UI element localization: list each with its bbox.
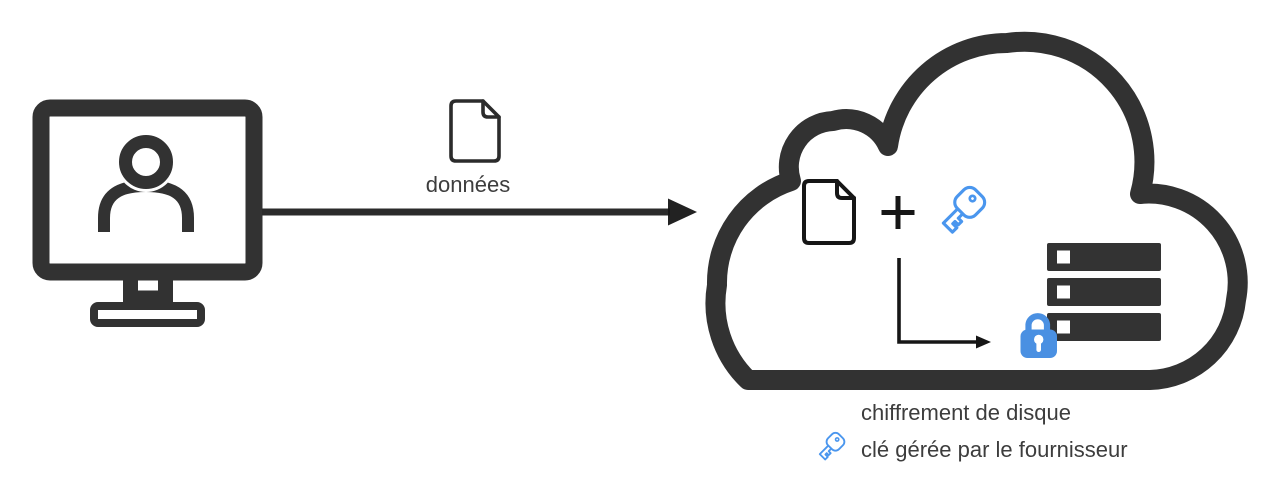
user-avatar-head <box>119 135 173 189</box>
document-icon <box>449 99 501 163</box>
monitor-stand-base <box>90 302 205 327</box>
caption-key-icon <box>815 429 848 463</box>
user-avatar-body <box>98 179 194 232</box>
data-flow-label: données <box>425 172 511 197</box>
encryption-flow-arrow <box>897 258 991 349</box>
user-workstation-icon <box>32 99 263 327</box>
caption-title: chiffrement de disque <box>861 400 1071 425</box>
right-arrow-icon <box>262 198 697 226</box>
plus-icon <box>881 196 915 229</box>
server-stack-icon <box>1047 243 1161 341</box>
cloud-document-icon <box>802 179 856 245</box>
lock-icon <box>1020 313 1057 358</box>
caption-subtitle: clé gérée par le fournisseur <box>861 437 1128 462</box>
